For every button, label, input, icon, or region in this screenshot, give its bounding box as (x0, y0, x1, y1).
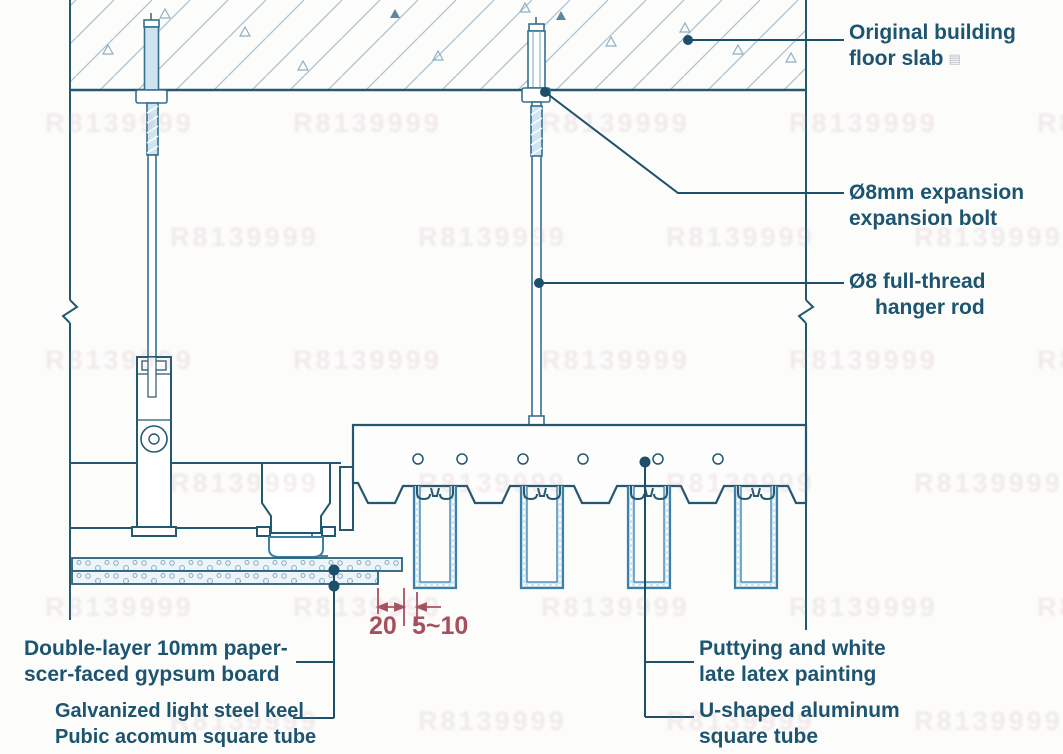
label-line: scer-faced gypsum board (24, 663, 280, 686)
label-steel-keel: Galvanized light steel keel (55, 699, 304, 724)
slab-material-icon: ▤ (948, 51, 961, 66)
left-section-line (61, 0, 79, 620)
label-line: Ø8mm expansion (849, 181, 1025, 204)
label-line: Original building (849, 21, 1016, 44)
label-puttying: Puttying and white late latex painting (699, 636, 886, 688)
floor-slab-section (70, 0, 806, 92)
label-line: floor slab (849, 47, 944, 70)
dimension-gap: 5~10 (412, 612, 469, 640)
label-floor-slab: Original building floor slab ▤ (849, 20, 1016, 72)
carrier-hook-clips (416, 486, 775, 501)
label-square-tube-keel: Pubic acomum square tube (55, 725, 316, 750)
label-line: square tube (699, 725, 819, 748)
carrier-holes (412, 453, 724, 465)
label-line: hanger rod (875, 296, 985, 319)
cross-keel-clip (268, 536, 324, 558)
label-line: Double-layer 10mm paper- (24, 637, 288, 660)
u-shaped-tube (733, 486, 779, 590)
u-shaped-tube (519, 486, 565, 590)
break-symbol-right (797, 299, 815, 324)
leader-lines (293, 35, 844, 719)
label-line: Galvanized light steel keel (55, 700, 304, 722)
label-line: U-shaped aluminum (699, 699, 900, 722)
aggregate-triangle-icons (101, 1, 798, 71)
break-symbol-left (61, 299, 79, 324)
label-line: Ø8 full-thread (849, 270, 986, 293)
label-line: expansion bolt (849, 207, 998, 230)
hanger-rod-left (147, 154, 157, 358)
label-line: Pubic acomum square tube (55, 726, 317, 748)
carrier-channel (351, 423, 808, 505)
gypsum-board (71, 557, 403, 585)
expansion-bolt-left (135, 13, 168, 358)
main-keel-section (256, 462, 336, 558)
carrier-end-cap (339, 466, 354, 531)
dimension-marks (375, 588, 441, 626)
label-gypsum-board: Double-layer 10mm paper- scer-faced gyps… (24, 636, 288, 688)
keel-hanger-bracket (131, 356, 177, 537)
label-line: late latex painting (699, 663, 877, 686)
gypsum-board-layer-2 (71, 570, 379, 585)
label-hanger-rod: Ø8 full-thread hanger rod (849, 269, 986, 321)
dimension-board-step: 20 (369, 612, 397, 640)
right-section-line (797, 0, 815, 630)
label-line: Puttying and white (699, 637, 886, 660)
u-shaped-tube (626, 486, 672, 590)
gypsum-board-layer-1 (71, 557, 403, 572)
label-expansion-bolt: Ø8mm expansion expansion bolt (849, 180, 1024, 232)
u-shaped-tube (412, 486, 458, 590)
expansion-bolt-middle (521, 17, 551, 427)
label-u-tube: U-shaped aluminum square tube (699, 698, 900, 750)
